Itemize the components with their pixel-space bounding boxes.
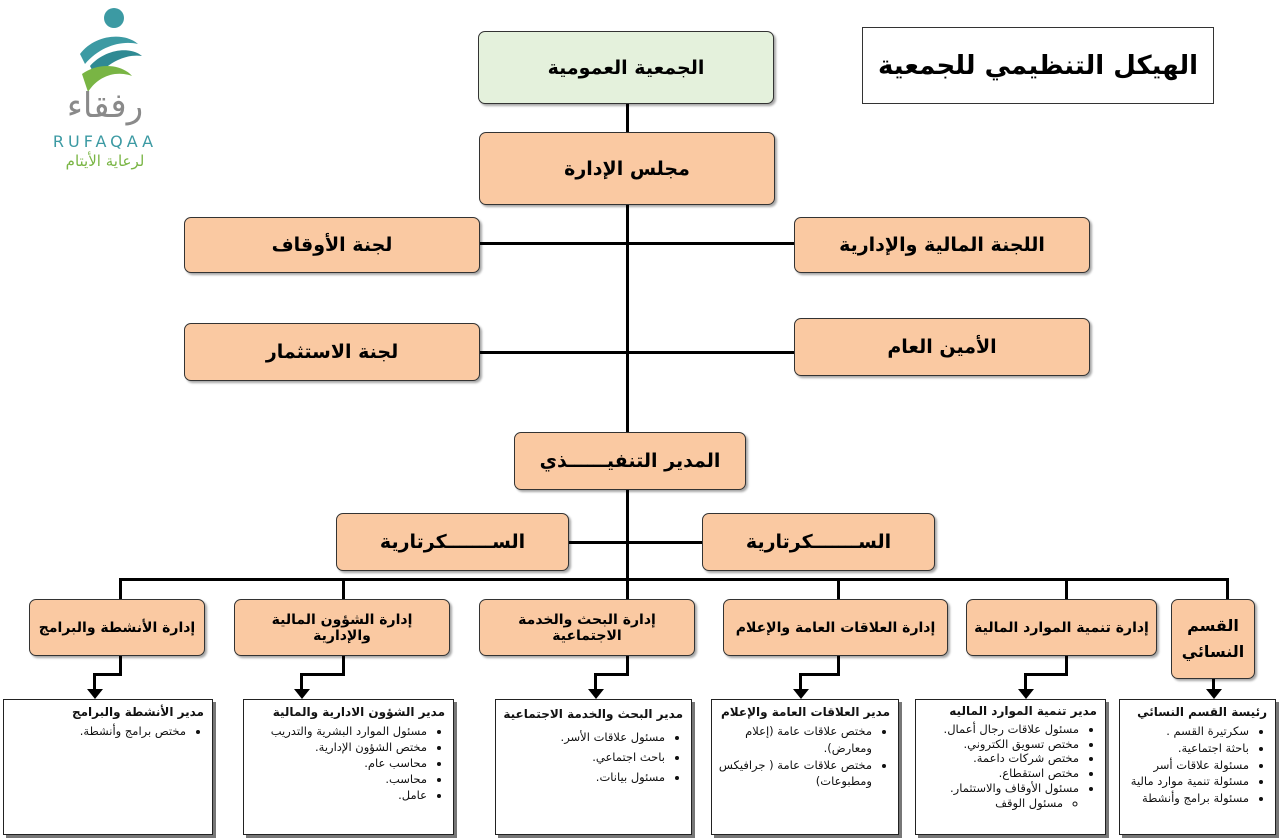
card-research-social: مدير البحث والخدمة الاجتماعية مسئول علاق… bbox=[495, 699, 692, 835]
connector-card-1-v bbox=[1212, 679, 1215, 691]
role-item: مختص علاقات عامة (إعلام ومعارض). bbox=[718, 723, 872, 756]
role-item: عامل. bbox=[250, 787, 427, 803]
card-financial-resources: مدير تنمية الموارد الماليه مسئول علاقات … bbox=[915, 699, 1106, 835]
connector-dept-1 bbox=[1226, 578, 1229, 600]
role-item: محاسب. bbox=[250, 771, 427, 787]
node-waqf-committee: لجنة الأوقاف bbox=[184, 217, 480, 273]
card-head: مدير البحث والخدمة الاجتماعية bbox=[503, 707, 683, 721]
chart-title: الهيكل التنظيمي للجمعية bbox=[862, 27, 1214, 104]
connector-dept-4 bbox=[626, 578, 629, 600]
role-item: مختص تسويق الكتروني. bbox=[922, 737, 1079, 752]
role-list: مسئول علاقات رجال أعمال. مختص تسويق الكت… bbox=[922, 722, 1097, 797]
arrow-down-icon bbox=[793, 689, 809, 699]
connector-departments-bus bbox=[120, 578, 1229, 581]
connector-card-6-v1 bbox=[119, 655, 122, 675]
logo-tagline: لرعاية الأيتام bbox=[65, 152, 145, 170]
card-head: مدير الشؤون الادارية والمالية bbox=[272, 705, 445, 719]
card-women-section: رئيسة القسم النسائي سكرتيرة القسم . باحث… bbox=[1119, 699, 1276, 835]
node-secretariat-right: الســـــــكرتارية bbox=[702, 513, 935, 571]
connector-card-2-h bbox=[1024, 673, 1068, 676]
role-list: سكرتيرة القسم . باحثة اجتماعية. مسئولة ع… bbox=[1126, 723, 1267, 806]
connector-dept-6 bbox=[119, 578, 122, 600]
node-general-assembly: الجمعية العمومية bbox=[478, 31, 774, 104]
logo-name-ar: رفقاء bbox=[66, 86, 144, 126]
connector-committees-row2 bbox=[478, 351, 796, 354]
connector-card-5-h bbox=[300, 673, 345, 676]
connector-dept-2 bbox=[1065, 578, 1068, 600]
node-board: مجلس الإدارة bbox=[479, 132, 775, 205]
logo-name-en: RUFAQAA bbox=[52, 132, 158, 151]
role-item: مختص استقطاع. bbox=[922, 766, 1079, 781]
role-item: سكرتيرة القسم . bbox=[1126, 723, 1249, 740]
node-secretary-general: الأمين العام bbox=[794, 318, 1090, 376]
logo-mark-icon bbox=[80, 8, 142, 92]
connector-card-3-h bbox=[799, 673, 840, 676]
node-secretariat-left: الســـــــكرتارية bbox=[336, 513, 569, 571]
card-activities-programs: مدير الأنشطة والبرامج مختص برامج وأنشطة. bbox=[3, 699, 213, 835]
role-item: مختص علاقات عامة ( جرافيكس ومطبوعات) bbox=[718, 757, 872, 790]
role-item: مسئول الموارد البشرية والتدريب bbox=[250, 723, 427, 739]
connector-dept-3 bbox=[837, 578, 840, 600]
node-finance-admin-committee: اللجنة المالية والإدارية bbox=[794, 217, 1090, 273]
connector-main-trunk bbox=[626, 102, 629, 580]
arrow-down-icon bbox=[87, 689, 103, 699]
connector-card-3-v1 bbox=[837, 655, 840, 675]
connector-card-4-v2 bbox=[594, 673, 597, 691]
role-item: مسئولة تنمية موارد مالية bbox=[1126, 773, 1249, 790]
connector-card-4-v1 bbox=[626, 655, 629, 675]
logo: رفقاء RUFAQAA لرعاية الأيتام bbox=[30, 4, 180, 174]
card-head: مدير العلاقات العامة والإعلام bbox=[720, 705, 890, 719]
connector-card-2-v1 bbox=[1065, 655, 1068, 675]
dept-public-relations: إدارة العلاقات العامة والإعلام bbox=[723, 599, 948, 656]
role-item: مسئولة علاقات أسر bbox=[1126, 757, 1249, 774]
connector-card-2-v2 bbox=[1024, 673, 1027, 691]
role-item: مختص شركات داعمة. bbox=[922, 751, 1079, 766]
connector-card-6-h bbox=[93, 673, 122, 676]
role-item: باحثة اجتماعية. bbox=[1126, 740, 1249, 757]
arrow-down-icon bbox=[1206, 689, 1222, 699]
card-head: رئيسة القسم النسائي bbox=[1137, 705, 1267, 719]
connector-dept-5 bbox=[342, 578, 345, 600]
node-executive-director: المدير التنفيــــــذي bbox=[514, 432, 746, 490]
arrow-down-icon bbox=[1018, 689, 1034, 699]
card-admin-finance: مدير الشؤون الادارية والمالية مسئول المو… bbox=[243, 699, 454, 835]
role-item: مسئول بيانات. bbox=[502, 767, 665, 787]
role-list: مختص علاقات عامة (إعلام ومعارض). مختص عل… bbox=[718, 723, 890, 790]
arrow-down-icon bbox=[294, 689, 310, 699]
connector-card-5-v2 bbox=[300, 673, 303, 691]
role-list: مسئول علاقات الأسر. باحث اجتماعي. مسئول … bbox=[502, 727, 683, 787]
role-list: مختص برامج وأنشطة. bbox=[10, 723, 204, 740]
connector-committees-row1 bbox=[478, 242, 796, 245]
role-sublist: مسئول الوقف bbox=[922, 796, 1097, 811]
role-item: محاسب عام. bbox=[250, 755, 427, 771]
card-public-relations: مدير العلاقات العامة والإعلام مختص علاقا… bbox=[711, 699, 899, 835]
role-list: مسئول الموارد البشرية والتدريب مختص الشؤ… bbox=[250, 723, 445, 803]
card-head: مدير تنمية الموارد الماليه bbox=[949, 704, 1097, 718]
dept-research-social: إدارة البحث والخدمة الاجتماعية bbox=[479, 599, 695, 656]
dept-financial-resources: إدارة تنمية الموارد المالية bbox=[966, 599, 1157, 656]
connector-card-5-v1 bbox=[342, 655, 345, 675]
role-item: مسئول الأوقاف والاستثمار. bbox=[922, 781, 1079, 796]
role-item: مختص الشؤون الإدارية. bbox=[250, 739, 427, 755]
arrow-down-icon bbox=[588, 689, 604, 699]
role-item: مسئول علاقات الأسر. bbox=[502, 727, 665, 747]
role-item: باحث اجتماعي. bbox=[502, 747, 665, 767]
connector-card-3-v2 bbox=[799, 673, 802, 691]
connector-secretariat bbox=[567, 541, 704, 544]
dept-women-section: القسم النسائي bbox=[1171, 599, 1255, 679]
dept-admin-finance: إدارة الشؤون المالية والإدارية bbox=[234, 599, 450, 656]
dept-activities-programs: إدارة الأنشطة والبرامج bbox=[29, 599, 205, 656]
role-item: مسئولة برامج وأنشطة bbox=[1126, 790, 1249, 807]
connector-card-4-h bbox=[594, 673, 629, 676]
card-head: مدير الأنشطة والبرامج bbox=[71, 705, 204, 719]
role-item: مسئول علاقات رجال أعمال. bbox=[922, 722, 1079, 737]
node-investment-committee: لجنة الاستثمار bbox=[184, 323, 480, 381]
role-subitem: مسئول الوقف bbox=[922, 796, 1063, 811]
role-item: مختص برامج وأنشطة. bbox=[10, 723, 186, 740]
connector-card-6-v2 bbox=[93, 673, 96, 691]
